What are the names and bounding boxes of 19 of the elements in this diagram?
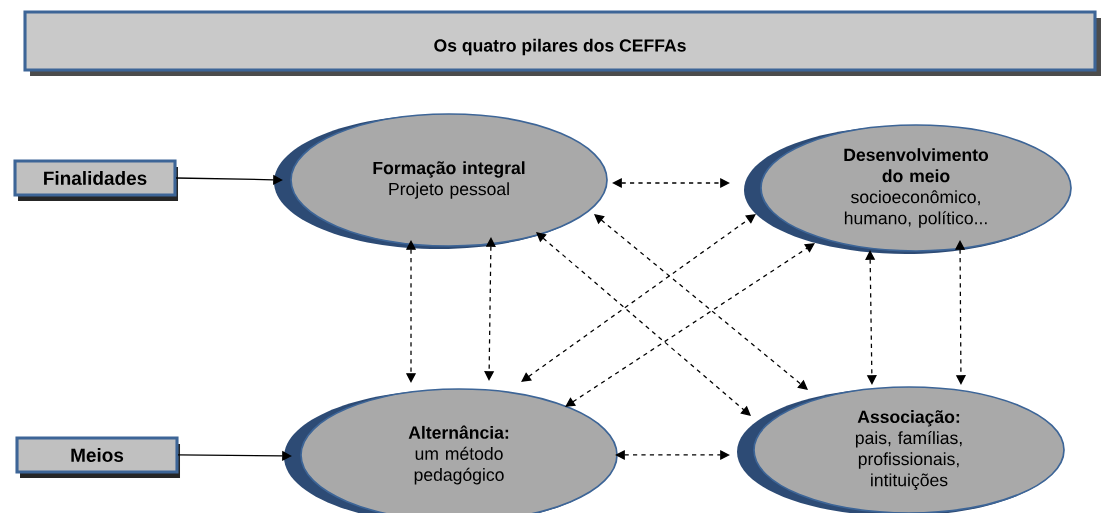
ellipse-node: Associação: pais, famílias, profissionais, intituições bbox=[737, 386, 1065, 513]
ellipse-node: Formação integral Projeto pessoal bbox=[274, 113, 608, 249]
ellipse-node: Alternância: um método pedagógico bbox=[284, 388, 618, 513]
arrow bbox=[175, 174, 283, 185]
arrow bbox=[612, 177, 730, 189]
arrow bbox=[484, 237, 496, 381]
title-banner: Os quatro pilares dos CEFFAs bbox=[23, 10, 1101, 76]
arrow bbox=[521, 214, 756, 382]
ellipse-node: Desenvolvimento do meio socioeconômico, humano, político... bbox=[744, 124, 1072, 254]
arrow bbox=[405, 240, 417, 383]
label-box: Meios bbox=[15, 436, 180, 478]
arrow bbox=[615, 449, 730, 461]
label-box: Finalidades bbox=[13, 159, 178, 201]
arrow bbox=[594, 214, 808, 390]
arrow bbox=[177, 450, 292, 461]
arrow bbox=[565, 243, 815, 407]
arrow bbox=[954, 240, 967, 385]
arrow bbox=[865, 250, 877, 385]
arrow bbox=[536, 232, 751, 416]
